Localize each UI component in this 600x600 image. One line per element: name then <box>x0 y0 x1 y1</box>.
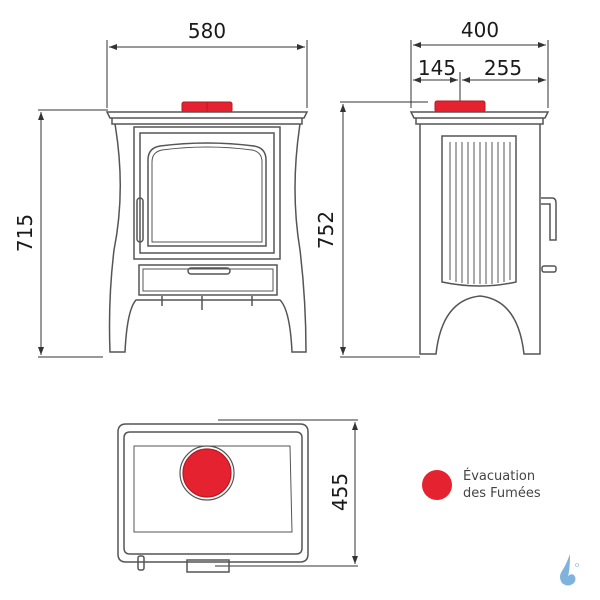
flue-offset-dimension: 145 255 <box>413 56 546 102</box>
stove-front <box>105 101 309 353</box>
top-depth-label: 455 <box>328 473 352 511</box>
side-depth-label: 400 <box>461 18 499 42</box>
side-depth-dimension: 400 <box>410 18 549 108</box>
side-view: 400 145 255 752 <box>314 18 557 358</box>
legend-line-1: Évacuation <box>463 469 536 484</box>
rear-depth-label: 255 <box>484 56 522 80</box>
legend-label: Évacuation des Fumées <box>463 468 541 502</box>
front-height-label: 715 <box>13 214 37 252</box>
flue-legend-swatch <box>422 470 452 500</box>
legend-line-2: des Fumées <box>463 486 541 501</box>
front-view: 580 715 <box>13 19 309 358</box>
flue-outlet-top <box>182 448 232 498</box>
flue-outlet-side <box>434 100 486 113</box>
stove-side <box>409 100 557 355</box>
front-width-dimension: 580 <box>106 19 308 108</box>
side-height-label: 752 <box>314 211 338 249</box>
top-view: 455 <box>117 419 358 573</box>
top-depth-dimension: 455 <box>215 419 358 567</box>
flue-offset-label: 145 <box>418 56 456 80</box>
stove-top <box>117 423 309 573</box>
front-height-dimension: 715 <box>13 109 108 358</box>
front-width-label: 580 <box>188 19 226 43</box>
legend: Évacuation des Fumées <box>422 468 541 502</box>
side-height-dimension: 752 <box>314 101 428 358</box>
